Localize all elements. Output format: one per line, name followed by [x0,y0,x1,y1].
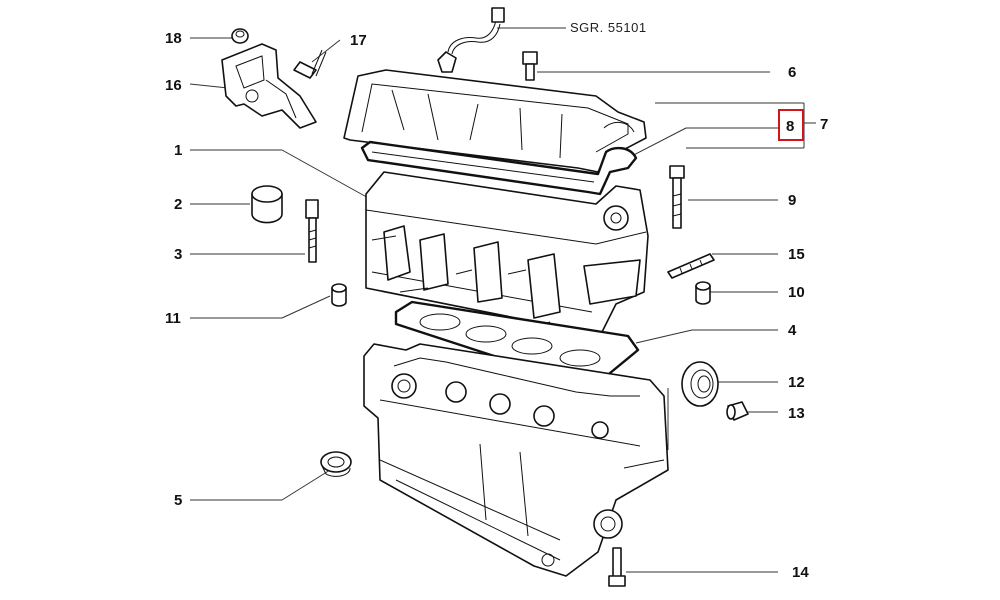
part-8-cover-gasket [360,140,638,196]
part-1-cylinder-head [365,171,649,337]
callout-17: 17 [350,32,367,49]
callout-8: 8 [786,118,794,135]
callout-7: 7 [820,116,828,133]
part-2-cap [251,185,283,224]
part-16-bracket [221,43,317,129]
part-5-seal-ring [320,451,352,477]
part-12-seal [681,361,719,407]
callout-18: 18 [165,30,182,47]
part-10-dowel [695,281,711,305]
callout-16: 16 [165,77,182,94]
part-17-bolt [293,49,327,79]
callout-6: 6 [788,64,796,81]
callout-14: 14 [792,564,809,581]
callout-13: 13 [788,405,805,422]
engine-block [363,343,669,577]
callout-3: 3 [174,246,182,263]
part-7-valve-cover [343,69,647,173]
part-18-nut [231,28,249,44]
callout-9: 9 [788,192,796,209]
part-15-stud [667,253,715,279]
callout-5: 5 [174,492,182,509]
callout-labels: 18 16 17 1 2 3 11 5 SGR. 55101 6 8 7 9 1… [165,20,828,581]
callout-4: 4 [788,322,797,339]
callout-15: 15 [788,246,805,263]
callout-1: 1 [174,142,182,159]
part-11-dowel [331,283,347,307]
callout-12: 12 [788,374,805,391]
reference-code: SGR. 55101 [570,20,647,35]
part-13-plug [726,401,749,421]
callout-11: 11 [165,310,181,327]
callout-2: 2 [174,196,182,213]
part-3-stud [305,199,319,263]
sensor-with-wire [437,7,505,73]
leader-lines [189,27,816,573]
part-14-bolt [608,547,626,587]
callout-10: 10 [788,284,805,301]
highlight-box [778,109,804,141]
part-9-bolt [669,165,685,229]
part-6-bolt [522,51,538,81]
part-4-head-gasket [394,300,640,386]
